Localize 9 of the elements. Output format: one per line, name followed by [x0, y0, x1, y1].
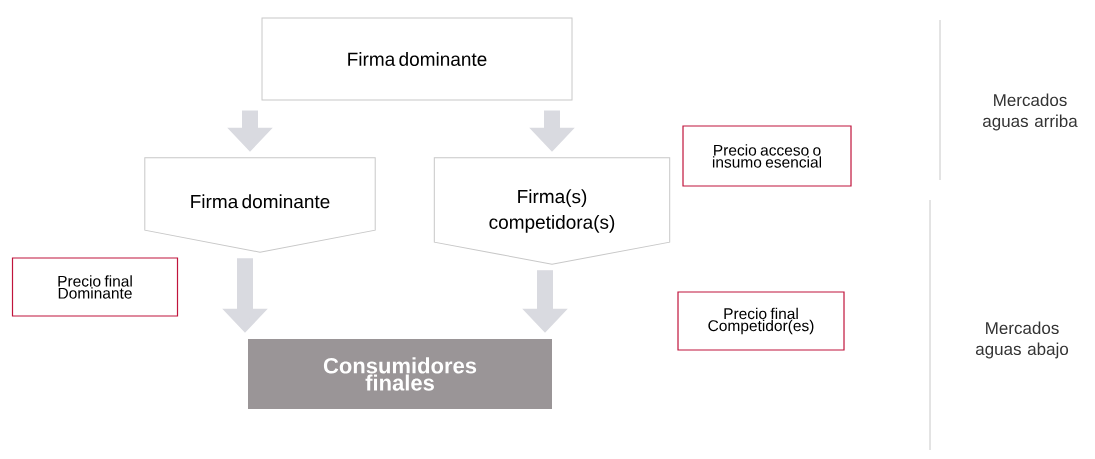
price-box: Precio acceso o insumo esencial [682, 125, 852, 187]
market-label: Mercados aguas abajo [975, 321, 1069, 359]
pentagon-box: Firma(s) competidora(s) [433, 157, 671, 265]
price-box: Precio final Dominante [11, 257, 179, 317]
price-box: Precio final Competidor(es) [677, 291, 845, 351]
consumer-box: Consumidores finales [248, 339, 552, 409]
pentagon-box: Firma dominante [144, 157, 376, 253]
market-label: Mercados aguas arriba [983, 93, 1078, 131]
firm-box: Firma dominante [261, 17, 573, 101]
